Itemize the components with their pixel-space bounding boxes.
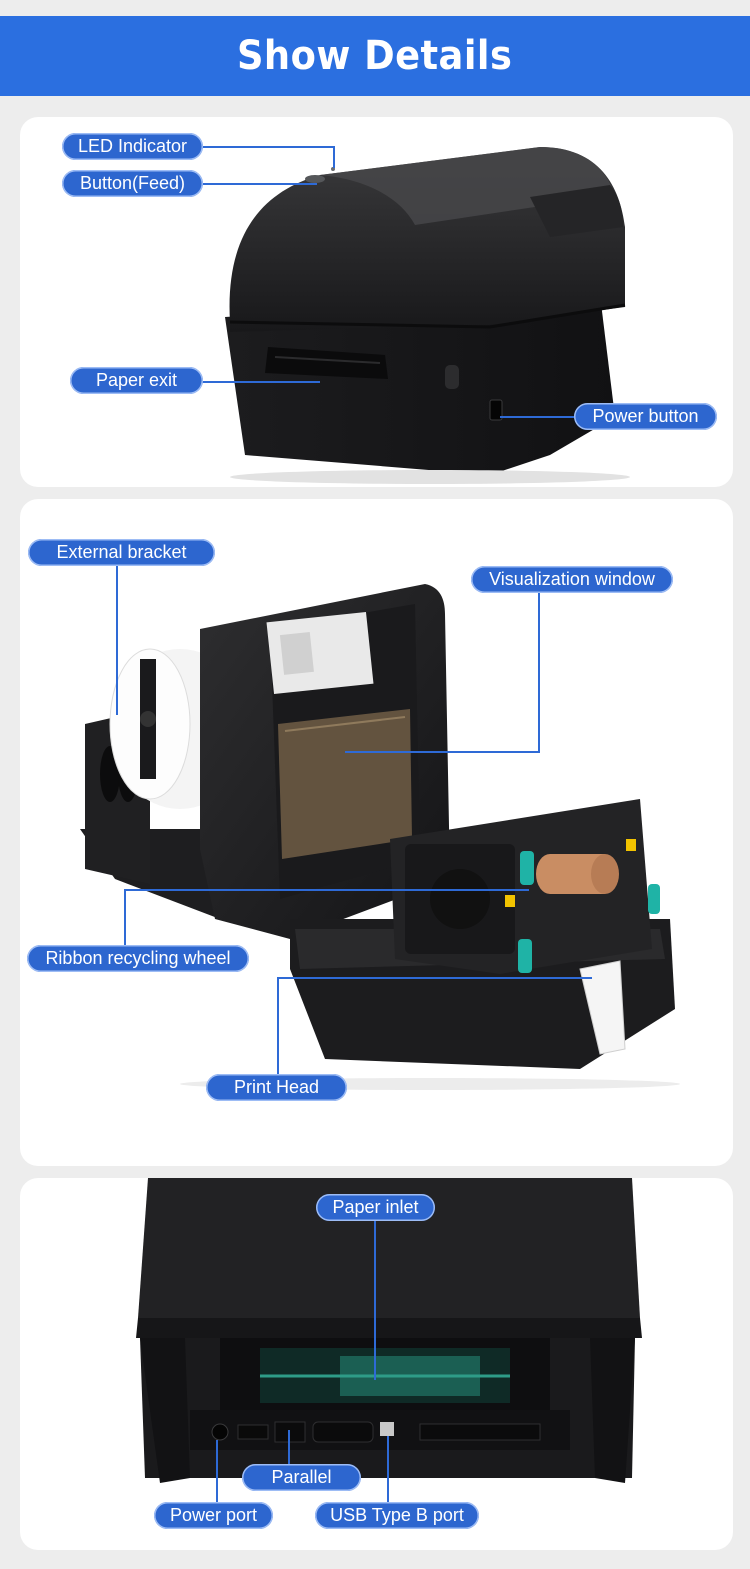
- power-button-leader-line: [500, 416, 580, 418]
- window-leader-line: [538, 591, 540, 751]
- led-leader-line-drop: [333, 146, 335, 168]
- ribbon-leader-line: [124, 889, 126, 945]
- closed-printer-card: LED Indicator Button(Feed) Paper exit Po…: [20, 117, 733, 487]
- head-leader-line: [277, 977, 279, 1077]
- page-title: Show Details: [237, 33, 513, 79]
- header-banner: Show Details: [0, 16, 750, 96]
- usb-leader-line: [387, 1436, 389, 1502]
- paper-inlet-leader-line: [374, 1220, 376, 1380]
- print-head-label: Print Head: [206, 1074, 347, 1101]
- external-bracket-label: External bracket: [28, 539, 215, 566]
- paper-exit-leader-line: [202, 381, 320, 383]
- led-leader-line: [202, 146, 334, 148]
- parallel-label: Parallel: [242, 1464, 361, 1491]
- open-printer-image: [80, 584, 680, 1090]
- power-button-label: Power button: [574, 403, 717, 430]
- bracket-leader-line: [116, 565, 118, 715]
- feed-button-label: Button(Feed): [62, 170, 203, 197]
- ribbon-leader-line-h: [124, 889, 529, 891]
- head-leader-line-h: [277, 977, 592, 979]
- parallel-leader-line: [288, 1430, 290, 1464]
- closed-printer-image: [225, 147, 630, 484]
- paper-exit-label: Paper exit: [70, 367, 203, 394]
- led-indicator-label: LED Indicator: [62, 133, 203, 160]
- window-leader-line-h: [345, 751, 540, 753]
- usb-type-b-port-label: USB Type B port: [315, 1502, 479, 1529]
- rear-view-card: Paper inlet Parallel Power port USB Type…: [20, 1178, 733, 1550]
- feed-leader-line: [202, 183, 317, 185]
- ribbon-recycling-wheel-label: Ribbon recycling wheel: [27, 945, 249, 972]
- open-printer-card: External bracket Visualization window Ri…: [20, 499, 733, 1166]
- power-port-label: Power port: [154, 1502, 273, 1529]
- paper-inlet-label: Paper inlet: [316, 1194, 435, 1221]
- visualization-window-label: Visualization window: [471, 566, 673, 593]
- power-port-leader-line: [216, 1440, 218, 1502]
- rear-printer-image: [136, 1178, 642, 1483]
